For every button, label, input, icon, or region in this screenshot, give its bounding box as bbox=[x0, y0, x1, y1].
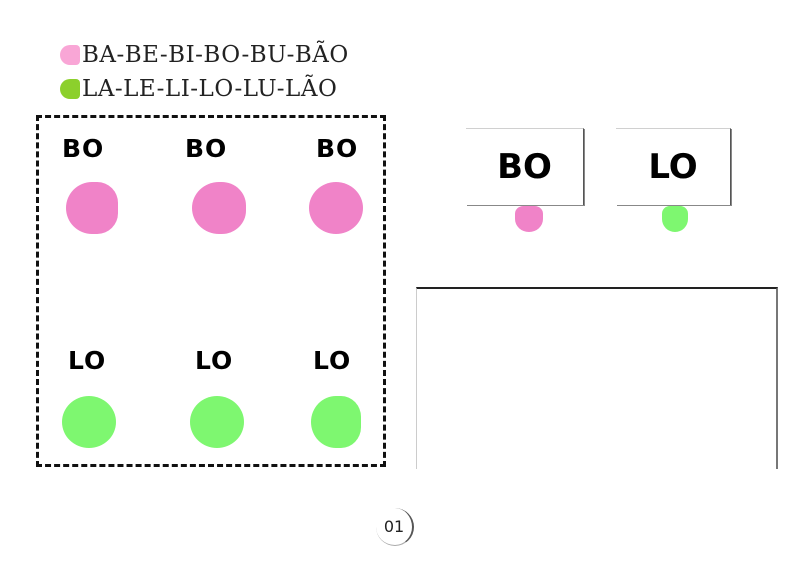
syllable-label-lo-2: LO bbox=[195, 346, 234, 375]
syllable-label-lo-3: LO bbox=[313, 346, 352, 375]
green-marker-icon bbox=[60, 79, 80, 99]
syllable-label-bo-2: BO bbox=[185, 134, 228, 163]
card-label-bo: BO bbox=[497, 147, 552, 187]
page-number-text: 01 bbox=[383, 517, 405, 536]
green-dot-2[interactable] bbox=[190, 396, 244, 448]
card-label-lo: LO bbox=[648, 147, 698, 187]
pink-small-dot[interactable] bbox=[515, 206, 543, 232]
pink-marker-icon bbox=[60, 45, 80, 65]
pink-dot-2[interactable] bbox=[192, 182, 246, 234]
syllable-grid-box bbox=[36, 115, 386, 467]
syllable-card-lo[interactable]: LO bbox=[616, 128, 731, 205]
syllable-label-lo-1: LO bbox=[68, 346, 107, 375]
page-number: 01 bbox=[376, 508, 414, 546]
syllable-label-bo-1: BO bbox=[62, 134, 105, 163]
green-dot-3[interactable] bbox=[311, 396, 361, 448]
pink-dot-1[interactable] bbox=[66, 182, 118, 234]
legend-text-l: LA-LE-LI-LO-LU-LÃO bbox=[82, 76, 338, 102]
drop-area-box[interactable] bbox=[416, 287, 778, 469]
legend-text-b: BA-BE-BI-BO-BU-BÃO bbox=[82, 42, 349, 68]
pink-dot-3[interactable] bbox=[309, 182, 363, 234]
legend-row-l: LA-LE-LI-LO-LU-LÃO bbox=[60, 72, 349, 106]
legend-row-b: BA-BE-BI-BO-BU-BÃO bbox=[60, 38, 349, 72]
syllable-card-bo[interactable]: BO bbox=[466, 128, 584, 205]
syllable-legend: BA-BE-BI-BO-BU-BÃO LA-LE-LI-LO-LU-LÃO bbox=[60, 38, 349, 106]
green-dot-1[interactable] bbox=[62, 396, 116, 448]
green-small-dot[interactable] bbox=[662, 206, 688, 232]
syllable-label-bo-3: BO bbox=[316, 134, 359, 163]
